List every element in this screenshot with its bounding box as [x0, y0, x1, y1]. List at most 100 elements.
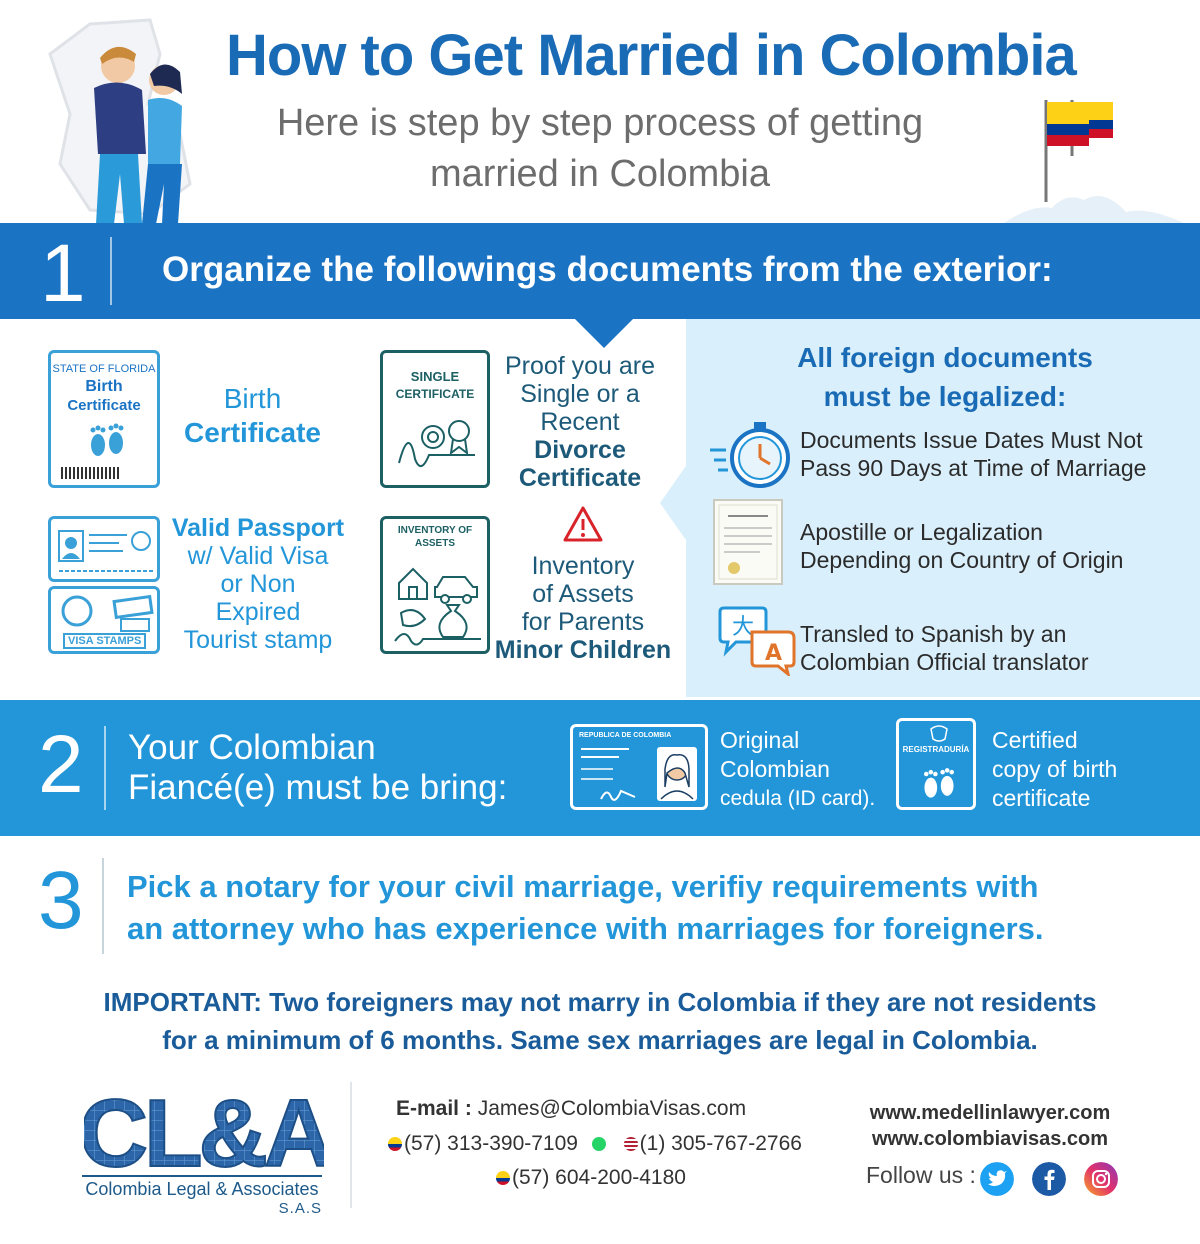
- cedula-text: Original Colombian cedula (ID card).: [720, 726, 875, 813]
- step1-number: 1: [40, 228, 86, 319]
- logo-mark: CL&A: [84, 1080, 324, 1174]
- svg-text:A: A: [765, 641, 782, 666]
- legalized-title: All foreign documents must be legalized:: [700, 338, 1190, 416]
- visa-stamp-text: VISA STAMPS: [63, 633, 147, 649]
- step3-divider: [102, 858, 104, 954]
- single-certificate-card: SINGLE CERTIFICATE: [380, 350, 490, 488]
- assets-icon: [394, 567, 481, 646]
- phone-row-1: (57) 313-390-7109 (1) 305-767-2766: [388, 1132, 802, 1156]
- inventory-card: INVENTORY OF ASSETS: [380, 516, 490, 654]
- phone-usa[interactable]: (1) 305-767-2766: [639, 1132, 802, 1155]
- step2-number: 2: [38, 719, 84, 810]
- single-label-line4: Divorce: [534, 436, 626, 464]
- registraduria-card: REGISTRADURÍA: [896, 718, 976, 810]
- phone-row-2: (57) 604-200-4180: [496, 1166, 686, 1190]
- stamp-icon: [61, 594, 154, 632]
- inventory-card-line1: INVENTORY OF: [397, 525, 473, 536]
- legal-item-dates-line1: Documents Issue Dates Must Not: [800, 427, 1143, 453]
- step3-line1: Pick a notary for your civil marriage, v…: [127, 869, 1039, 904]
- passport-label-line5: Tourist stamp: [183, 626, 333, 654]
- company-name: Colombia Legal & Associates: [82, 1175, 322, 1200]
- birth-copy-line2: copy of birth: [992, 756, 1118, 782]
- footprints-icon: [924, 768, 954, 798]
- important-notice: IMPORTANT: Two foreigners may not marry …: [30, 983, 1170, 1059]
- birth-card-subtitle: Certificate: [67, 397, 141, 414]
- website-link-1[interactable]: www.medellinlawyer.com: [869, 1102, 1111, 1124]
- couple-illustration: [48, 18, 192, 224]
- legal-item-dates-line2: Pass 90 Days at Time of Marriage: [800, 455, 1147, 481]
- cedula-line2: Colombian: [720, 756, 830, 782]
- birth-card-barcode: [61, 467, 121, 479]
- inventory-label-line4: Minor Children: [494, 636, 672, 664]
- step2-title-line2: Fiancé(e) must be bring:: [128, 768, 508, 807]
- step3-line2: an attorney who has experience with marr…: [127, 911, 1044, 946]
- passport-photo-icon: [58, 530, 153, 572]
- visa-stamps-card: VISA STAMPS: [48, 586, 160, 654]
- instagram-icon[interactable]: [1084, 1162, 1118, 1196]
- twitter-icon[interactable]: [980, 1162, 1014, 1196]
- birth-card-state: STATE OF FLORIDA: [52, 363, 156, 375]
- step1-divider: [110, 237, 112, 305]
- passport-label: Valid Passport w/ Valid Visa or Non Expi…: [170, 514, 346, 654]
- follow-label: Follow us :: [866, 1162, 976, 1188]
- phone-colombia-mobile[interactable]: (57) 313-390-7109: [404, 1132, 578, 1155]
- step2-title: Your Colombian Fiancé(e) must be bring:: [128, 728, 558, 808]
- colombia-flag-icon: [496, 1171, 510, 1185]
- legalized-panel-arrow: [660, 463, 688, 543]
- step1-bar: 1 Organize the followings documents from…: [0, 223, 1200, 319]
- step1-title: Organize the followings documents from t…: [162, 250, 1053, 289]
- seal-icon: [398, 420, 475, 467]
- passport-label-line1: Valid Passport: [171, 514, 345, 542]
- single-label-line2: Single or a: [520, 380, 640, 408]
- website-link-2[interactable]: www.colombiavisas.com: [871, 1128, 1108, 1150]
- step3-text: Pick a notary for your civil marriage, v…: [127, 866, 1177, 950]
- step2-divider: [104, 726, 106, 810]
- colombia-flag-icon: [1000, 100, 1190, 226]
- single-card-line2: CERTIFICATE: [395, 387, 475, 401]
- svg-text:大: 大: [732, 615, 754, 640]
- passport-label-line4: Expired: [215, 598, 301, 626]
- inventory-label: Inventory of Assets for Parents Minor Ch…: [494, 552, 672, 664]
- legal-item-translation: Transled to Spanish by an Colombian Offi…: [800, 620, 1190, 676]
- birth-copy-text: Certified copy of birth certificate: [992, 726, 1117, 813]
- legalized-title-line2: must be legalized:: [823, 381, 1067, 412]
- facebook-icon[interactable]: [1032, 1162, 1066, 1196]
- single-label-line1: Proof you are: [504, 352, 656, 380]
- company-logo: CL&A: [84, 1080, 324, 1174]
- whatsapp-icon: [591, 1137, 606, 1151]
- translate-icon: 大 A: [718, 606, 796, 676]
- step2-title-line1: Your Colombian: [128, 728, 376, 767]
- important-line2: for a minimum of 6 months. Same sex marr…: [162, 1025, 1038, 1055]
- colombia-flag-icon: [388, 1137, 402, 1151]
- cedula-card: REPUBLICA DE COLOMBIA: [570, 724, 708, 810]
- company-suffix: S.A.S: [278, 1200, 322, 1217]
- coat-of-arms-icon: [930, 725, 948, 742]
- birth-label-line1: Birth: [223, 383, 282, 414]
- stopwatch-icon: [710, 422, 790, 488]
- legal-item-translation-line1: Transled to Spanish by an: [800, 621, 1067, 647]
- step3-number: 3: [38, 855, 84, 946]
- birth-copy-line3: certificate: [992, 785, 1091, 811]
- single-label-line5: Certificate: [518, 464, 642, 492]
- page-subtitle: Here is step by step process of getting …: [276, 102, 924, 195]
- passport-label-line2: w/ Valid Visa: [187, 542, 329, 570]
- birth-label-line2: Certificate: [184, 417, 321, 448]
- passport-card: [48, 516, 160, 582]
- single-card-line1: SINGLE: [410, 369, 460, 384]
- email-label: E-mail :: [396, 1097, 472, 1120]
- step2-bar: 2 Your Colombian Fiancé(e) must be bring…: [0, 700, 1200, 836]
- birth-copy-line1: Certified: [992, 727, 1078, 753]
- cedula-line3: cedula (ID card).: [720, 787, 876, 810]
- phone-colombia-office[interactable]: (57) 604-200-4180: [512, 1166, 686, 1189]
- single-label-line3: Recent: [540, 408, 620, 436]
- certificate-icon: [713, 499, 783, 585]
- legalized-title-line1: All foreign documents: [797, 342, 1093, 373]
- email-row: E-mail : James@ColombiaVisas.com: [396, 1097, 746, 1121]
- legal-item-apostille-line1: Apostille or Legalization: [800, 519, 1043, 545]
- inventory-label-line2: of Assets: [532, 580, 634, 608]
- step1-pointer: [574, 318, 634, 348]
- footprints-icon: [90, 423, 124, 456]
- email-link[interactable]: James@ColombiaVisas.com: [477, 1097, 747, 1120]
- inventory-label-line3: for Parents: [521, 608, 645, 636]
- registraduria-title: REGISTRADURÍA: [902, 745, 970, 754]
